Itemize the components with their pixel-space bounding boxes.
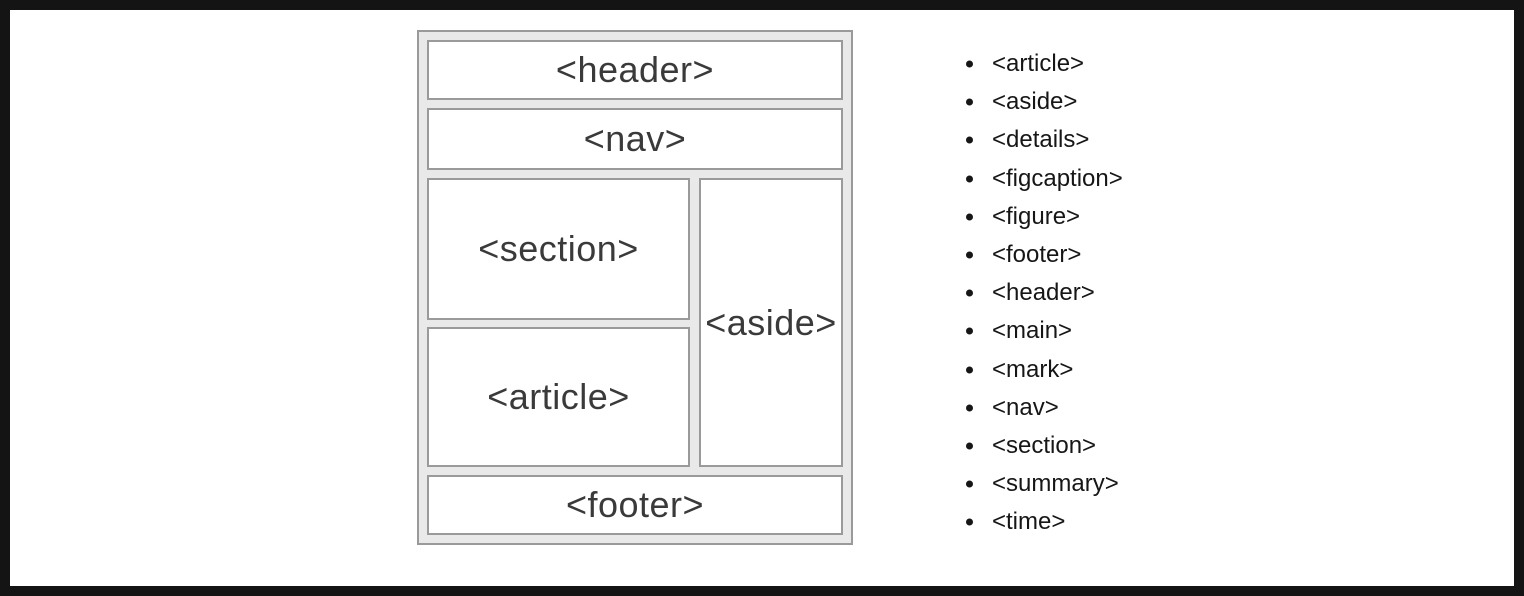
diagram-middle-row: <section> <article> <aside> — [427, 178, 843, 467]
list-item-figcaption: <figcaption> — [966, 160, 1123, 198]
diagram-box-nav: <nav> — [427, 108, 843, 170]
diagram-box-section: <section> — [427, 178, 690, 320]
diagram-main-column: <section> <article> — [427, 178, 690, 467]
list-item-header: <header> — [966, 274, 1123, 312]
diagram-label-section: <section> — [478, 228, 639, 269]
diagram-box-header: <header> — [427, 40, 843, 100]
diagram-label-nav: <nav> — [583, 118, 687, 159]
semantic-layout-diagram: <header> <nav> <section> <article> <asid… — [417, 30, 853, 545]
list-item-details: <details> — [966, 121, 1123, 159]
list-item-footer: <footer> — [966, 236, 1123, 274]
semantic-elements-list: <article> <aside> <details> <figcaption>… — [966, 45, 1123, 541]
list-item-aside: <aside> — [966, 83, 1123, 121]
diagram-box-aside: <aside> — [699, 178, 843, 467]
diagram-label-article: <article> — [487, 376, 630, 417]
list-item-main: <main> — [966, 312, 1123, 350]
list-item-nav: <nav> — [966, 389, 1123, 427]
list-item-time: <time> — [966, 503, 1123, 541]
list-item-section: <section> — [966, 427, 1123, 465]
diagram-box-article: <article> — [427, 327, 690, 467]
list-item-article: <article> — [966, 45, 1123, 83]
list-item-figure: <figure> — [966, 198, 1123, 236]
diagram-label-aside: <aside> — [705, 301, 837, 343]
diagram-box-footer: <footer> — [427, 475, 843, 535]
diagram-label-footer: <footer> — [565, 484, 705, 525]
list-item-summary: <summary> — [966, 465, 1123, 503]
list-item-mark: <mark> — [966, 351, 1123, 389]
diagram-label-header: <header> — [555, 49, 715, 90]
